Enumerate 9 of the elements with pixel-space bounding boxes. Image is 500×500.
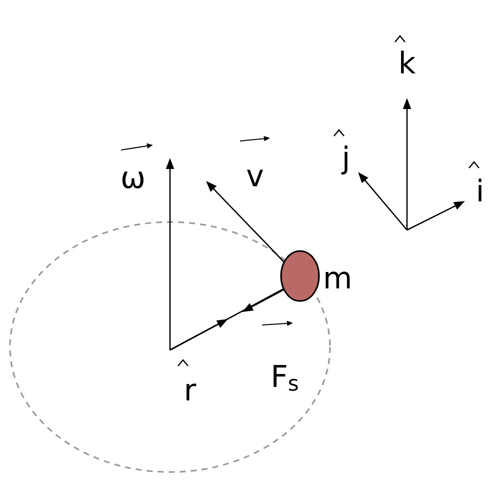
- unit-vector-label: j: [341, 146, 348, 175]
- vector-label: ω: [122, 172, 144, 188]
- unit-vector-label: k: [401, 50, 416, 74]
- vector-label: F$_{s}$: [274, 365, 298, 391]
- unit-vector-label: i: [478, 178, 482, 202]
- unit-vector-label: r: [186, 384, 196, 400]
- mass-label: m: [326, 272, 350, 288]
- vector-label: v: [247, 170, 263, 186]
- mass-circle: [280, 250, 320, 302]
